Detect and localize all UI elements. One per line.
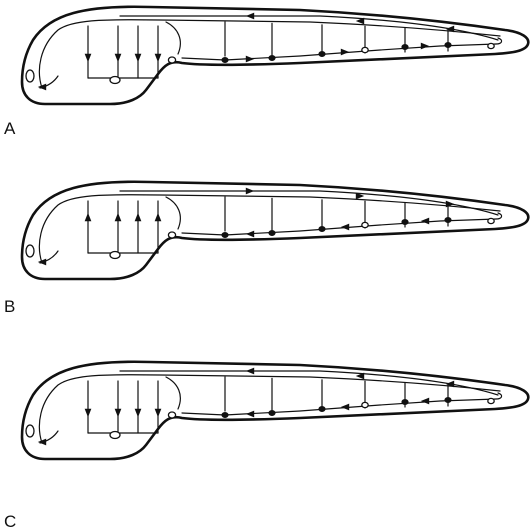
panel-a-gill-arrow-2 [115,54,122,62]
panel-b-ventral-arrow-3 [421,218,429,225]
panel-b-ventral-node-4 [362,222,368,227]
panel-b-gill-arrow-4 [155,213,162,221]
panel-c-ventral-arrow-2 [341,404,349,411]
panel-b-ventral-node-7 [488,218,494,223]
panel-a-ventral-node-4 [362,47,368,52]
panel-c-ventral-arrow-3 [421,398,429,405]
panel-a-heart-node [110,77,120,84]
panel-b-tail-loop [496,213,502,219]
panel-b-head-vessel [166,197,180,229]
panel-a-ventral-node-5 [402,44,408,49]
panel-a-dorsal-arrow-1 [246,13,254,20]
panel-b-ventral-node-5 [402,219,408,224]
panel-b-ventral-node-6 [445,217,451,222]
panel-c-ventral-node-5 [402,399,408,404]
panel-b-gill-arrow-3 [135,213,142,221]
panel-a-ventral-arrow-3 [421,43,429,50]
panel-b-gill-arrow-2 [115,213,122,221]
panel-label-b: B [4,298,15,315]
panel-c-ventral-node-6 [445,397,451,402]
panel-a-gill-arrow-3 [135,54,142,62]
panel-b-eye-loop [26,245,34,257]
panel-a-gill-arrow-4 [155,54,162,62]
panel-label-a: A [4,120,15,137]
panel-a-ventral-node-7 [488,43,494,48]
panel-b-gill-arrow-1 [85,213,92,221]
panel-b-ventral-node-2 [269,230,275,235]
panel-c-head-arrow [38,439,46,446]
panel-c-gill-arrow-4 [155,409,162,417]
panel-c-gill-arrow-1 [85,409,92,417]
panel-c-ventral-node-1 [222,412,228,417]
panel-c-tail-loop [496,393,502,399]
panel-a-head-arrow [38,84,46,91]
panel-a-tail-loop [496,38,502,44]
panel-b-head-arrow [38,259,46,266]
panel-a-ventral-node-6 [445,42,451,47]
panel-label-c: C [4,513,16,530]
panel-c-ventral-node-2 [269,410,275,415]
panel-b-heart-node [110,252,120,259]
panel-a-pharynx-node [168,57,175,63]
panel-a-gill-arrow-1 [85,54,92,62]
panel-c-eye-loop [26,425,34,437]
panel-b-ventral-arrow-2 [341,224,349,231]
panel-c-head-vessel [166,377,180,409]
panel-a-ventral-node-3 [319,51,325,56]
panel-b-ventral-node-1 [222,232,228,237]
panel-c-pharynx-node [168,412,175,418]
panel-c-gill-arrow-2 [115,409,122,417]
panel-b-ventral-node-3 [319,226,325,231]
panel-c-ventral-node-7 [488,398,494,403]
panel-c-ventral-arrow-1 [246,411,254,418]
panel-b-pharynx-node [168,232,175,238]
panel-a-ventral-arrow-2 [341,49,349,56]
panel-c-gill-arrow-3 [135,409,142,417]
panel-c-ventral-node-4 [362,402,368,407]
panel-c-ventral-node-3 [319,406,325,411]
panel-b-diagram [22,182,528,279]
panel-a-ventral-node-1 [222,57,228,62]
panel-a-dorsal-vessel [120,16,498,40]
panel-b-dorsal-vessel [120,191,498,215]
panel-a-head-vessel [166,22,180,54]
panel-c-diagram [22,362,528,459]
panel-c-heart-node [110,432,120,439]
panel-a-diagram [22,7,528,104]
panel-a-ventral-arrow-1 [246,56,254,63]
panel-a-eye-loop [26,70,34,82]
panel-a-ventral-node-2 [269,55,275,60]
panel-c-dorsal-arrow-1 [246,368,254,375]
panel-b-ventral-arrow-1 [246,231,254,238]
panel-b-dorsal-arrow-1 [246,188,254,195]
panel-c-dorsal-vessel [120,371,498,395]
